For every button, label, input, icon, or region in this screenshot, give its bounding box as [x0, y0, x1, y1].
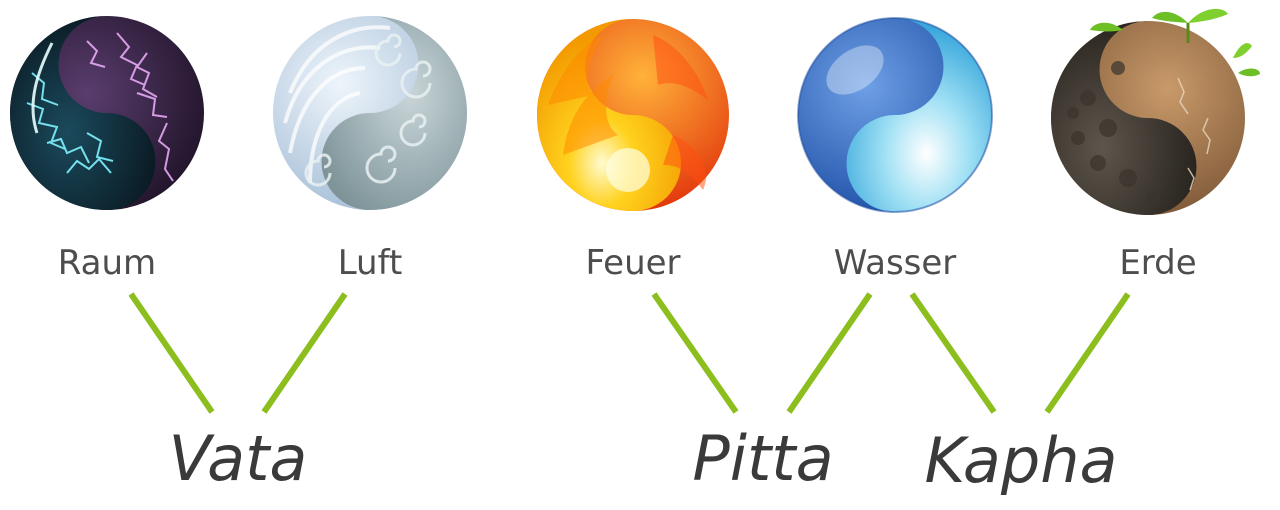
- dosha-label-pitta: Pitta: [692, 422, 833, 495]
- connector-luft-vata: [261, 292, 348, 414]
- dosha-label-vata: Vata: [169, 422, 308, 495]
- element-label-erde: Erde: [1119, 243, 1196, 283]
- lightning-yin-yang-icon: [10, 16, 204, 210]
- element-label-raum: Raum: [58, 243, 156, 283]
- connector-erde-kapha: [1044, 292, 1131, 414]
- connector-raum-vata: [128, 292, 215, 414]
- wind-swirl-yin-yang-icon: [273, 16, 467, 210]
- water-yin-yang-icon: [797, 17, 993, 213]
- fire-yin-yang-icon: [537, 19, 729, 211]
- dosha-label-kapha: Kapha: [924, 424, 1117, 497]
- connector-wasser-pitta: [786, 292, 873, 414]
- element-label-feuer: Feuer: [585, 243, 680, 283]
- element-label-luft: Luft: [338, 243, 403, 283]
- element-label-wasser: Wasser: [834, 243, 957, 283]
- earth-yin-yang-icon: [1051, 8, 1260, 215]
- connector-feuer-pitta: [651, 292, 739, 414]
- connector-wasser-kapha: [909, 292, 997, 414]
